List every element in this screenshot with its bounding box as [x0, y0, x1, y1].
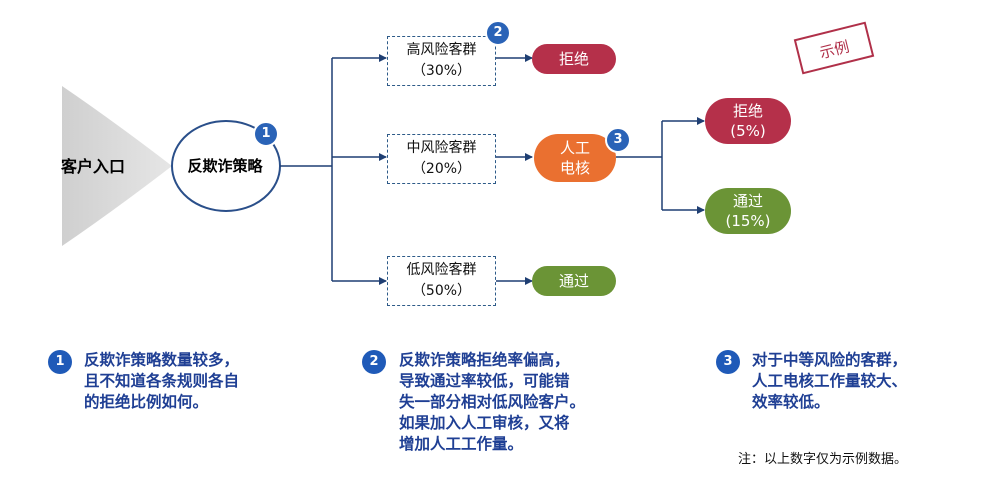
mid-risk-group-box: 中风险客群 （20%） — [387, 134, 496, 184]
note-1-badge: 1 — [48, 350, 72, 374]
manual-review-line1: 人工 — [559, 139, 590, 157]
high-risk-group-share: （30%） — [411, 63, 472, 79]
note-3-badge: 3 — [716, 350, 740, 374]
note-2-line-5: 增加人工工作量。 — [399, 435, 524, 453]
manual-pass-pill: 通过 (15%) — [705, 188, 791, 234]
note-2-text: 反欺诈策略拒绝率偏高， 导致通过率较低，可能错 失一部分相对低风险客户。 如果加… — [399, 350, 585, 455]
note-2-line-3: 失一部分相对低风险客户。 — [399, 393, 586, 411]
strategy-badge: 1 — [253, 121, 279, 147]
note-3-text: 对于中等风险的客群， 人工电核工作量较大、 效率较低。 — [752, 350, 907, 413]
manual-pass-share: (15%) — [725, 212, 771, 230]
manual-reject-share: (5%) — [730, 122, 766, 140]
note-1-text: 反欺诈策略数量较多， 且不知道各条规则各自 的拒绝比例如何。 — [84, 350, 239, 413]
low-risk-group-box: 低风险客群 （50%） — [387, 256, 496, 306]
low-risk-group-share: （50%） — [411, 283, 472, 299]
note-1-line-3: 的拒绝比例如何。 — [84, 393, 209, 411]
low-risk-group-name: 低风险客群 — [406, 262, 477, 278]
customer-entry-label: 客户入口 — [60, 157, 125, 176]
note-3-line-1: 对于中等风险的客群， — [752, 351, 908, 369]
note-2-line-1: 反欺诈策略拒绝率偏高， — [399, 351, 570, 369]
sample-data-footnote: 注：以上数字仅为示例数据。 — [738, 452, 908, 467]
low-risk-pass-pill: 通过 — [532, 266, 616, 296]
manual-review-line2: 电核 — [559, 159, 590, 177]
mid-risk-group-name: 中风险客群 — [406, 140, 477, 156]
mid-risk-group-share: （20%） — [411, 161, 472, 177]
high-risk-group-name: 高风险客群 — [406, 42, 477, 58]
anti-fraud-strategy-label: 反欺诈策略 — [187, 157, 263, 175]
entry-funnel-shape — [62, 86, 172, 246]
manual-reject-pill: 拒绝 (5%) — [705, 98, 791, 144]
high-risk-group-badge: 2 — [485, 20, 511, 46]
note-2-line-2: 导致通过率较低，可能错 — [399, 372, 570, 390]
note-1-line-2: 且不知道各条规则各自 — [84, 372, 240, 390]
manual-review-pill: 人工 电核 — [534, 134, 616, 182]
note-3-line-2: 人工电核工作量较大、 — [752, 372, 908, 390]
manual-pass-label: 通过 — [732, 192, 763, 210]
note-2-badge: 2 — [362, 350, 386, 374]
note-1-line-1: 反欺诈策略数量较多， — [84, 351, 240, 369]
note-2-line-4: 如果加入人工审核，又将 — [399, 414, 570, 432]
note-3-line-3: 效率较低。 — [752, 393, 830, 411]
manual-reject-label: 拒绝 — [732, 102, 763, 120]
high-risk-reject-pill: 拒绝 — [532, 44, 616, 74]
high-risk-group-box: 高风险客群 （30%） — [387, 36, 496, 86]
manual-review-badge: 3 — [605, 127, 631, 153]
